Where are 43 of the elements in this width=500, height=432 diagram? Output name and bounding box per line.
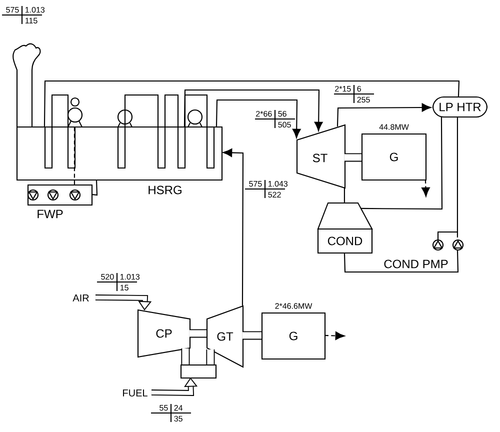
node-label: COND: [328, 236, 362, 246]
pipe-line: [344, 187, 345, 202]
inlet-arrow: [95, 294, 152, 310]
condenser: COND: [317, 202, 373, 254]
node-label: 2*46.6MW: [275, 303, 312, 309]
steam-turbine: ST: [296, 124, 346, 189]
gas-turbine: GT: [206, 305, 244, 368]
pump-pair: COND PMP: [382, 231, 464, 270]
pipe-line: [344, 249, 459, 273]
node-label: COND PMP: [384, 260, 448, 268]
boiler: HSRG: [16, 126, 223, 196]
shaft: [242, 331, 262, 340]
node-label: 44.8MW: [379, 124, 409, 130]
state-table: 575 1.013 115: [2, 6, 45, 24]
compressor: CP: [137, 309, 191, 358]
state-table: 520 1.013 15: [97, 273, 140, 291]
node-label: FWP: [38, 210, 63, 218]
inlet-label: FUEL: [123, 390, 148, 396]
heater: LP HTR: [432, 96, 488, 118]
pipe-line: [324, 332, 345, 340]
generator-box: 44.8MW G: [361, 124, 427, 181]
node-label: HSRG: [148, 186, 182, 194]
pipe-line: [216, 99, 301, 138]
pipe-line: [222, 148, 244, 306]
pipe-line: [422, 179, 430, 197]
pipe-line: [184, 89, 323, 132]
pipe-line: [456, 116, 458, 238]
pipe-line: [336, 103, 432, 126]
shaft: [206, 349, 215, 364]
state-table: 2*66 56 505: [255, 110, 295, 128]
state-table: 55 24 35: [151, 404, 191, 422]
combustor-box: [180, 364, 217, 379]
pipe-line: [360, 116, 443, 210]
shaft: [344, 153, 362, 162]
inlet-label: AIR: [72, 294, 89, 302]
pipe-line: [91, 179, 98, 196]
shaft: [181, 348, 190, 364]
generator-box: 2*46.6MW G: [261, 303, 326, 360]
state-table: 2*15 6 255: [334, 85, 374, 103]
pipe-line: [44, 80, 460, 126]
state-table: 575 1.043 522: [245, 180, 288, 198]
shaft: [189, 329, 206, 338]
pipe-line: [74, 126, 75, 184]
